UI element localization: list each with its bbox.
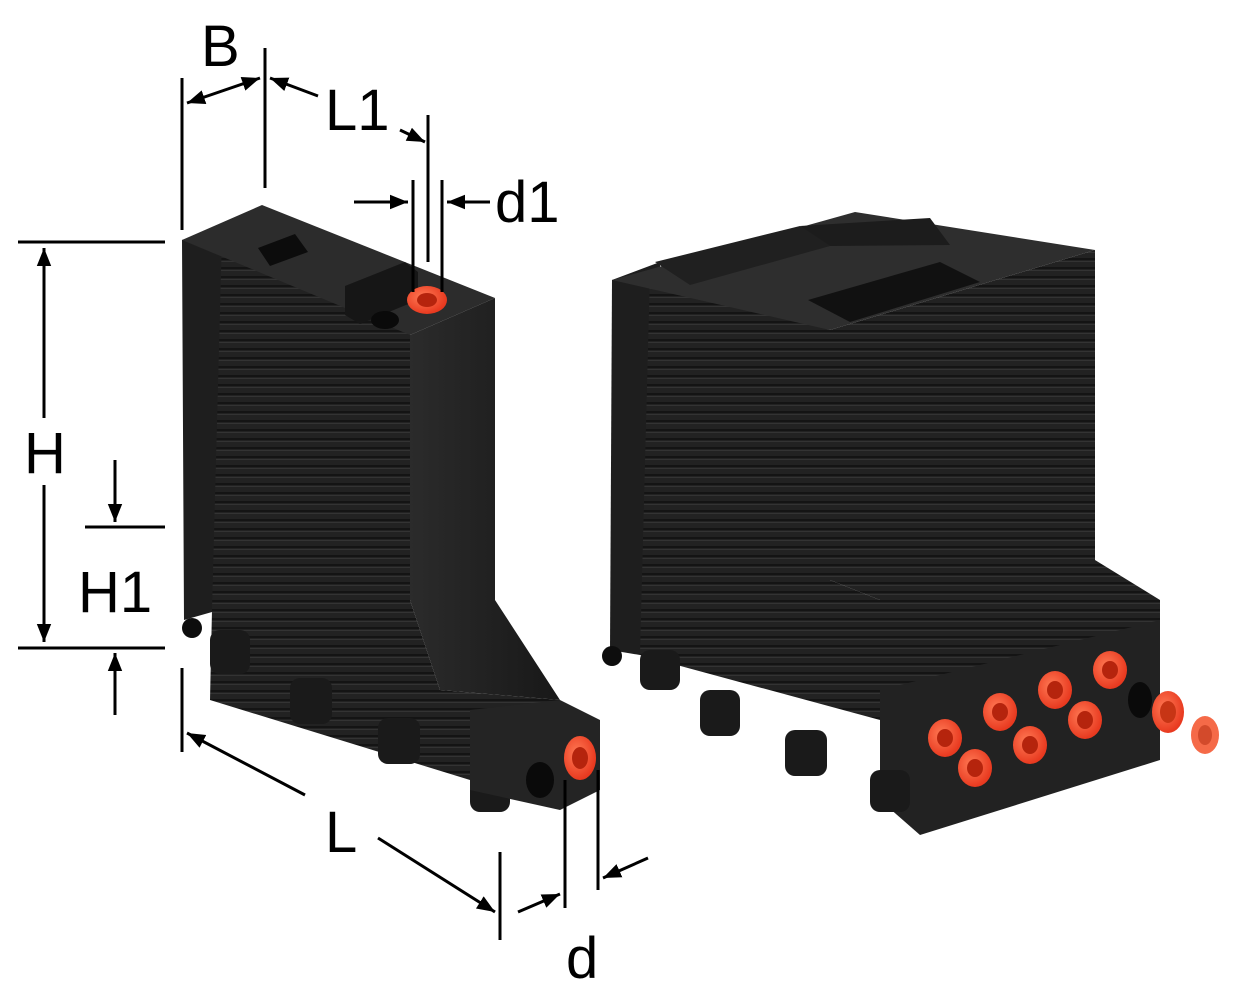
narrow-block-top-slot xyxy=(258,234,308,266)
narrow-block-top-hole xyxy=(371,311,399,329)
label-diameter-d: d xyxy=(566,926,598,991)
wide-block-top-handle-left xyxy=(655,226,830,285)
dimension-labels: B L1 d1 H H1 L d xyxy=(24,14,598,991)
wide-block-manifold-face xyxy=(880,620,1160,835)
narrow-block-outlet-cap xyxy=(564,736,596,780)
narrow-block-top-cap xyxy=(407,286,447,314)
dimension-lines xyxy=(18,48,649,940)
label-length-l: L xyxy=(325,800,357,865)
narrow-distributor-block xyxy=(182,205,600,812)
narrow-block-side-hole xyxy=(526,762,554,798)
narrow-block-end-face xyxy=(410,298,560,700)
label-length-1: L1 xyxy=(325,78,390,143)
wide-block-top-face xyxy=(612,212,1095,330)
narrow-block-outlet-housing xyxy=(470,700,600,810)
wide-block-front-face xyxy=(640,272,880,720)
wide-block-right-face xyxy=(830,250,1160,740)
wide-block-top-handle-right xyxy=(800,218,950,246)
wide-block-top-slot-large xyxy=(808,262,980,322)
narrow-block-front-face xyxy=(210,236,560,780)
label-height-h: H xyxy=(24,421,66,486)
wide-distributor-block xyxy=(602,212,1219,835)
label-diameter-1: d1 xyxy=(495,170,560,235)
wide-block-outlet-caps xyxy=(928,651,1127,787)
narrow-block-handle xyxy=(345,262,418,324)
wide-block-side-hole xyxy=(1128,682,1152,718)
wide-block-loose-caps xyxy=(1152,691,1219,754)
label-height-1: H1 xyxy=(78,560,152,625)
wide-block-feet xyxy=(602,646,910,812)
label-width-b: B xyxy=(201,14,240,79)
